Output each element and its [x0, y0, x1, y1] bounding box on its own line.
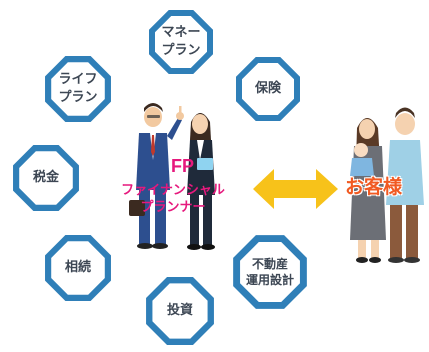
- octagon-shape: [45, 56, 111, 122]
- topic-tax-label: 税金: [32, 170, 59, 186]
- topic-investment-label: 投資: [166, 303, 193, 319]
- topic-investment: 投資: [145, 276, 215, 346]
- topic-money-plan: マネー プラン: [148, 9, 214, 75]
- octagon-shape: [13, 145, 79, 211]
- topic-insurance-label: 保険: [254, 81, 281, 97]
- planner-subtitle: ファイナンシャル プランナー: [121, 183, 225, 215]
- topic-life-plan-label: ライフ プラン: [58, 72, 98, 105]
- topic-real-estate-label: 不動産 運用設計: [245, 256, 294, 287]
- planner-title: FP: [171, 156, 195, 176]
- topic-money-plan-label: マネー プラン: [161, 25, 201, 58]
- topic-inheritance-label: 相続: [64, 260, 91, 276]
- topic-inheritance: 相続: [44, 234, 112, 302]
- octagon-shape: [236, 57, 300, 121]
- octagon-shape: [146, 277, 214, 345]
- octagon-shape: [233, 235, 307, 309]
- topic-insurance: 保険: [235, 56, 301, 122]
- topic-life-plan: ライフ プラン: [44, 55, 112, 123]
- businessman-figure: [129, 103, 184, 249]
- octagon-shape: [45, 235, 111, 301]
- topic-tax: 税金: [12, 144, 80, 212]
- baby-figure: [350, 143, 374, 176]
- customer-label: お客様: [345, 176, 403, 198]
- father-figure: [386, 107, 424, 263]
- businesswoman-figure: [187, 113, 215, 250]
- octagon-shape: [149, 10, 213, 74]
- topic-real-estate: 不動産 運用設計: [232, 234, 308, 310]
